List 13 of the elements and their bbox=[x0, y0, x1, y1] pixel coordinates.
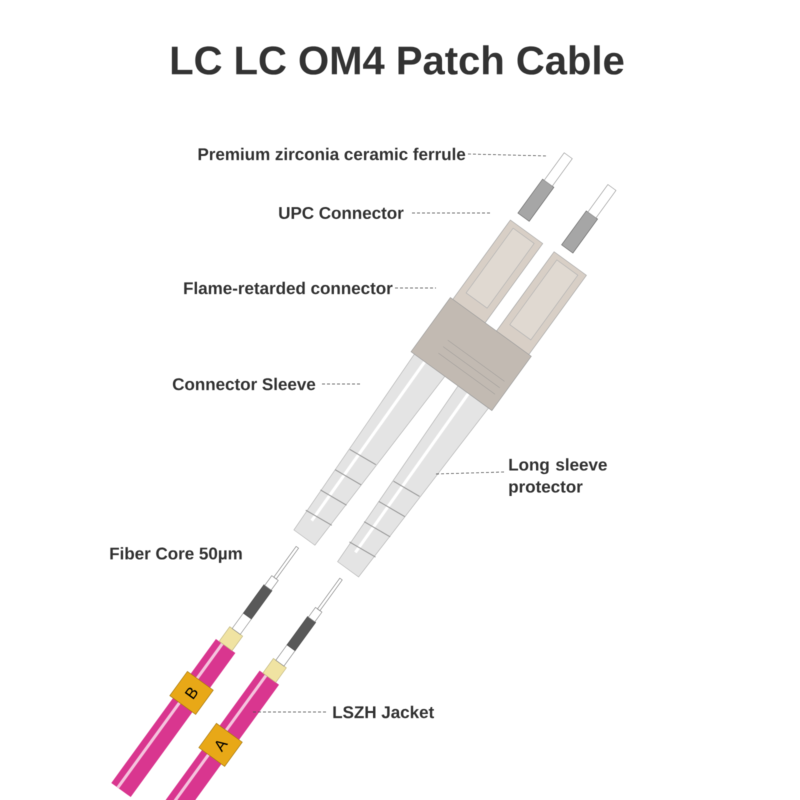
callout-label: LSZH Jacket bbox=[333, 706, 434, 718]
leader-line bbox=[434, 472, 504, 474]
callout-label: UPC Connector bbox=[279, 206, 404, 220]
part-label: Fiber Core 50µm bbox=[110, 547, 242, 563]
leader-line bbox=[412, 212, 490, 214]
callout-label: Flame-retarded connector bbox=[184, 282, 393, 294]
callout-label: Long sleeve protector bbox=[509, 458, 607, 496]
leader-line bbox=[468, 154, 548, 156]
clip-letter: B bbox=[184, 688, 198, 700]
callout-label: Connector Sleeve bbox=[172, 378, 316, 390]
clip-letter: A bbox=[216, 740, 228, 752]
callout-label: Premium zirconia ceramic ferrule bbox=[198, 148, 466, 160]
title: LC LC OM4 Patch Cable bbox=[172, 45, 624, 75]
